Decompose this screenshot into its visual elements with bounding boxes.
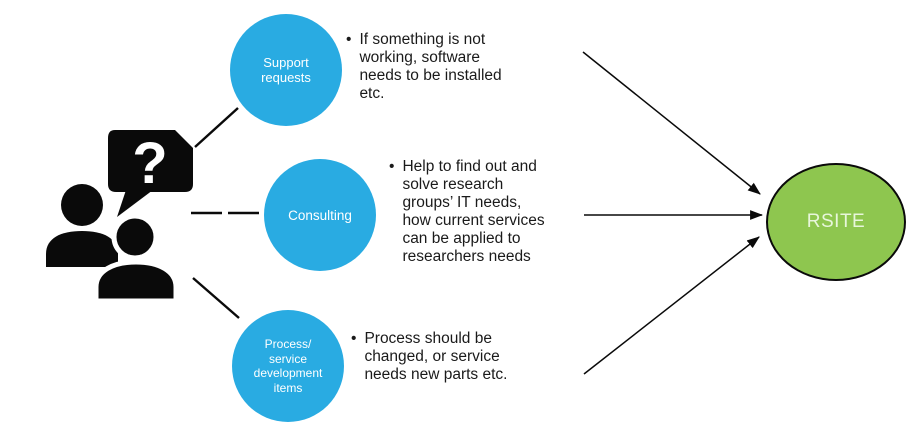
connector-icon-to-process [192,277,240,319]
bullet-icon: • [351,330,357,347]
annotation-consulting-text: Help to find out and solve research grou… [402,158,545,265]
node-rsite: RSITE [766,163,906,281]
node-process-development-label: Process/ service development items [253,337,323,395]
node-rsite-label: RSITE [806,211,866,232]
annotation-support: • If something is not working, software … [346,31,502,103]
person-back-body [46,231,118,267]
annotation-consulting: • Help to find out and solve research gr… [389,158,545,266]
speech-bubble [108,130,193,192]
arrow-process-to-rsite [583,236,760,375]
node-support-requests-label: Support requests [261,55,311,85]
annotation-process: • Process should be changed, or service … [351,330,507,384]
bullet-icon: • [346,31,352,48]
bullet-icon: • [389,158,395,175]
node-consulting: Consulting [264,159,376,271]
connector-icon-to-support [194,107,239,148]
node-process-development: Process/ service development items [232,310,344,422]
person-front-head [111,213,159,261]
annotation-support-text: If something is not working, software ne… [359,31,502,102]
person-back-head [61,184,103,226]
people-question-icon: ? [46,130,193,304]
node-support-requests: Support requests [230,14,342,126]
speech-bubble-tail [117,190,153,217]
person-front-body [93,259,179,304]
annotation-process-text: Process should be changed, or service ne… [364,330,508,383]
question-mark: ? [132,131,167,196]
arrow-support-to-rsite [582,51,761,195]
node-consulting-label: Consulting [288,207,352,223]
